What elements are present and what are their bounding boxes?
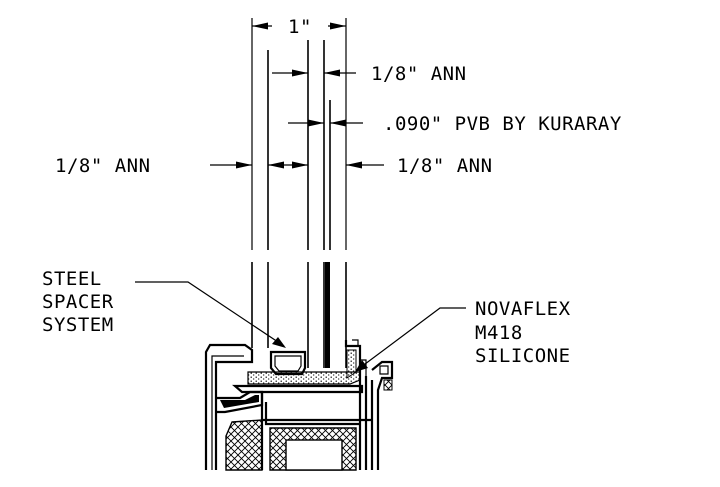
setting-block [247,371,361,385]
exterior-clip [371,360,394,470]
left-lite-dimension: 1/8" ANN [55,155,308,177]
sealant-callout-line-2: M418 [475,322,523,344]
exterior-stop [344,340,362,470]
interior-stop [204,343,254,470]
arrow-icon [252,22,268,30]
spacer-callout-line-2: SPACER [42,291,114,313]
outer-lite-label: 1/8" ANN [371,63,467,85]
right-lite-dimension: 1/8" ANN [346,155,493,177]
arrow-icon [355,360,368,372]
arrow-icon [268,161,284,169]
exterior-stop-return [360,359,367,376]
glass-lites [251,40,347,368]
arrow-icon [330,22,346,30]
arrow-icon [292,161,308,169]
gasket [220,395,259,408]
sealant-callout: NOVAFLEX M418 SILICONE [355,298,571,372]
overall-dimension: 1" [251,16,347,250]
spacer-callout-line-1: STEEL [42,268,102,290]
left-lite-label: 1/8" ANN [55,155,151,177]
arrow-icon [308,119,324,127]
spacer-inner [274,355,302,372]
pvb-interlayer [325,262,330,368]
arrow-icon [346,161,362,169]
sealant-callout-line-3: SILICONE [475,345,571,367]
interlayer-dimension: .090" PVB BY KURARAY [288,113,622,135]
frame-body [260,392,372,422]
steel-spacer [269,350,307,376]
arrow-icon [236,161,252,169]
leader-line [356,307,466,371]
arrow-icon [324,69,340,77]
arrow-icon [292,69,308,77]
exterior-stop-lip [352,339,359,346]
interlayer-label: .090" PVB BY KURARAY [383,113,622,135]
exterior-clip-inner [379,365,389,375]
interior-stop-inner [211,355,244,470]
arrow-icon [330,119,346,127]
thermal-break [225,419,263,471]
spacer-callout: STEEL SPACER SYSTEM [42,268,286,348]
clip-gasket [383,379,393,391]
sealant-callout-line-1: NOVAFLEX [475,298,571,320]
spacer-callout-line-3: SYSTEM [42,314,114,336]
leader-line [135,281,285,347]
frame-extrusion [204,339,394,471]
outer-lite-dimension: 1/8" ANN [272,63,467,85]
arrow-icon [272,337,286,348]
silicone-sealant [247,349,361,385]
right-lite-label: 1/8" ANN [397,155,493,177]
thermal-cavity [285,439,343,471]
overall-dimension-label: 1" [288,16,312,38]
frame-body [264,402,360,426]
frame-web [232,384,364,394]
